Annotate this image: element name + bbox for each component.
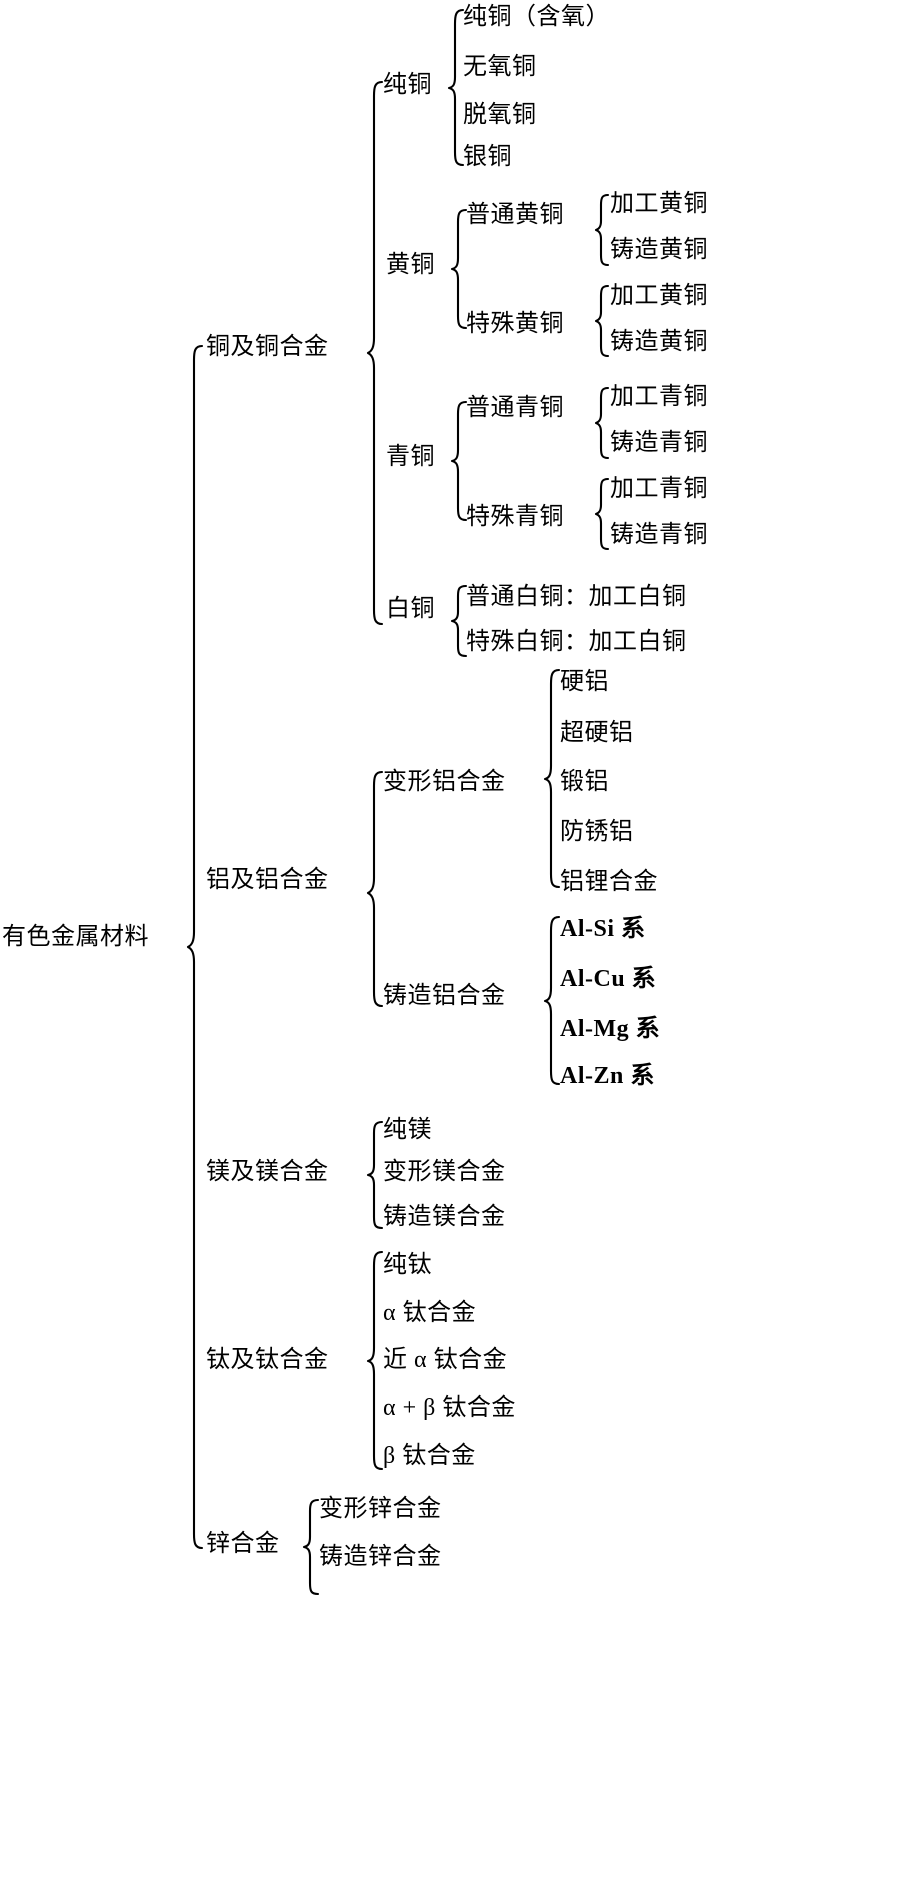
node-brass: 黄铜 bbox=[386, 252, 435, 278]
node-cast-aluminium: 铸造铝合金 bbox=[383, 983, 506, 1009]
node-brass-common-2: 铸造黄铜 bbox=[610, 237, 708, 263]
brace-brass-common bbox=[594, 193, 610, 267]
node-cast-aluminium-2: Al-Cu 系 bbox=[560, 966, 657, 992]
node-zinc-group: 锌合金 bbox=[206, 1531, 280, 1557]
node-wrought-aluminium-2: 超硬铝 bbox=[560, 720, 634, 746]
node-cupronickel-1: 普通白铜：加工白铜 bbox=[466, 584, 687, 610]
node-cupronickel-2: 特殊白铜：加工白铜 bbox=[466, 629, 687, 655]
node-titanium-3: 近 α 钛合金 bbox=[383, 1347, 508, 1373]
node-magnesium-group: 镁及镁合金 bbox=[206, 1159, 329, 1185]
brace-cast-aluminium bbox=[543, 915, 561, 1087]
brace-bronze-special bbox=[594, 477, 610, 551]
node-bronze: 青铜 bbox=[386, 444, 435, 470]
brace-root bbox=[186, 344, 204, 1550]
node-bronze-special-1: 加工青铜 bbox=[610, 476, 708, 502]
brace-titanium-group bbox=[366, 1250, 384, 1472]
brace-wrought-aluminium bbox=[543, 668, 561, 890]
node-pure-copper-1: 纯铜（含氧） bbox=[463, 4, 610, 30]
brace-brass bbox=[450, 208, 468, 330]
node-wrought-aluminium-1: 硬铝 bbox=[560, 669, 609, 695]
node-magnesium-3: 铸造镁合金 bbox=[383, 1204, 506, 1230]
node-bronze-special: 特殊青铜 bbox=[466, 504, 564, 530]
node-zinc-1: 变形锌合金 bbox=[319, 1496, 442, 1522]
node-titanium-group: 钛及钛合金 bbox=[206, 1347, 329, 1373]
node-wrought-aluminium: 变形铝合金 bbox=[383, 769, 506, 795]
node-cupronickel: 白铜 bbox=[386, 596, 435, 622]
node-bronze-special-2: 铸造青铜 bbox=[610, 522, 708, 548]
node-brass-common: 普通黄铜 bbox=[466, 202, 564, 228]
node-titanium-5: β 钛合金 bbox=[383, 1443, 476, 1469]
brace-pure-copper bbox=[447, 8, 465, 168]
node-wrought-aluminium-5: 铝锂合金 bbox=[560, 869, 658, 895]
brace-copper-group bbox=[366, 80, 384, 628]
node-titanium-1: 纯钛 bbox=[383, 1252, 432, 1278]
brace-cupronickel bbox=[450, 584, 468, 658]
node-pure-copper: 纯铜 bbox=[383, 72, 432, 98]
node-root: 有色金属材料 bbox=[2, 924, 149, 950]
node-brass-special-2: 铸造黄铜 bbox=[610, 329, 708, 355]
node-pure-copper-2: 无氧铜 bbox=[463, 54, 537, 80]
brace-aluminium-group bbox=[366, 770, 384, 1010]
node-bronze-common-1: 加工青铜 bbox=[610, 384, 708, 410]
node-magnesium-1: 纯镁 bbox=[383, 1117, 432, 1143]
node-zinc-2: 铸造锌合金 bbox=[319, 1544, 442, 1570]
node-bronze-common-2: 铸造青铜 bbox=[610, 430, 708, 456]
node-bronze-common: 普通青铜 bbox=[466, 395, 564, 421]
node-copper-group: 铜及铜合金 bbox=[206, 334, 329, 360]
node-wrought-aluminium-4: 防锈铝 bbox=[560, 819, 634, 845]
brace-bronze-common bbox=[594, 386, 610, 460]
brace-zinc-group bbox=[302, 1498, 320, 1598]
node-wrought-aluminium-3: 锻铝 bbox=[560, 769, 609, 795]
brace-brass-special bbox=[594, 284, 610, 358]
node-brass-special-1: 加工黄铜 bbox=[610, 283, 708, 309]
node-cast-aluminium-4: Al-Zn 系 bbox=[560, 1063, 655, 1089]
node-cast-aluminium-3: Al-Mg 系 bbox=[560, 1016, 661, 1042]
node-pure-copper-3: 脱氧铜 bbox=[463, 102, 537, 128]
node-titanium-4: α + β 钛合金 bbox=[383, 1395, 516, 1421]
node-pure-copper-4: 银铜 bbox=[463, 144, 512, 170]
node-magnesium-2: 变形镁合金 bbox=[383, 1159, 506, 1185]
brace-bronze bbox=[450, 400, 468, 522]
brace-magnesium-group bbox=[366, 1120, 384, 1232]
node-aluminium-group: 铝及铝合金 bbox=[206, 867, 329, 893]
node-titanium-2: α 钛合金 bbox=[383, 1300, 477, 1326]
node-brass-special: 特殊黄铜 bbox=[466, 311, 564, 337]
node-cast-aluminium-1: Al-Si 系 bbox=[560, 916, 646, 942]
node-brass-common-1: 加工黄铜 bbox=[610, 191, 708, 217]
